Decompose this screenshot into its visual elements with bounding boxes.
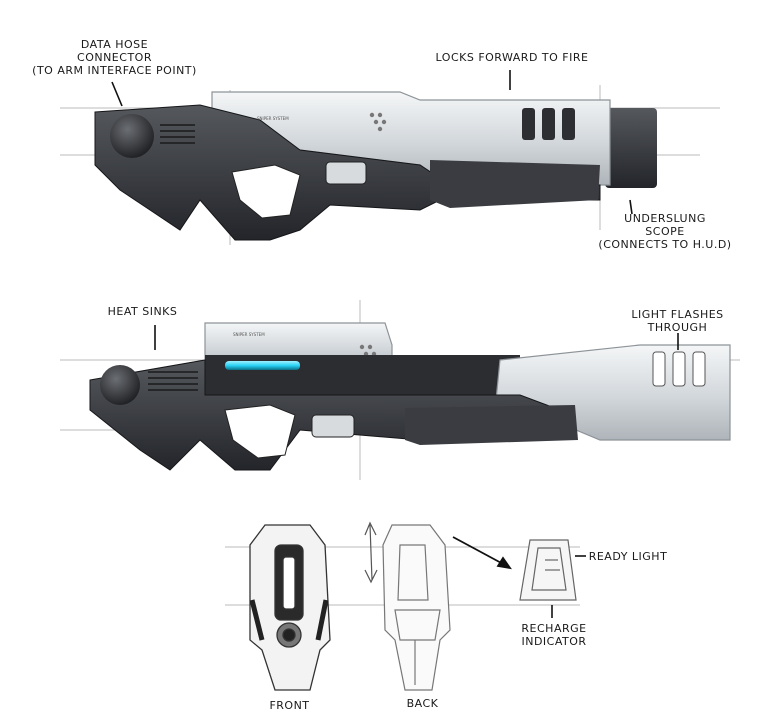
heat-fins-mid xyxy=(148,371,198,391)
label-data-hose: DATA HOSE CONNECTOR (TO ARM INTERFACE PO… xyxy=(22,38,207,77)
label-locks-forward: LOCKS FORWARD TO FIRE xyxy=(435,51,589,64)
label-data-hose-line3: (TO ARM INTERFACE POINT) xyxy=(32,64,197,77)
engraving-mid: SNIPER SYSTEM xyxy=(233,332,265,337)
label-ready-light: READY LIGHT xyxy=(588,550,668,563)
leader-lines-sketch xyxy=(551,555,586,618)
data-hose-knob xyxy=(110,114,154,158)
stock-cutout-mid xyxy=(224,404,296,459)
label-light-flashes: LIGHT FLASHES THROUGH xyxy=(620,308,735,334)
engraving-top: SNIPER SYSTEM xyxy=(257,116,289,121)
label-back: BACK xyxy=(406,697,439,710)
foregrip xyxy=(430,160,600,208)
rifle-top: SNIPER SYSTEM xyxy=(94,91,657,241)
glow-strip xyxy=(225,361,300,370)
heat-fins-top xyxy=(160,124,195,144)
back-view-sketch xyxy=(364,521,451,691)
label-recharge-line1: RECHARGE xyxy=(521,622,587,635)
label-light-flashes-line2: THROUGH xyxy=(647,321,708,334)
label-underslung: UNDERSLUNG SCOPE (CONNECTS TO H.U.D) xyxy=(580,212,750,251)
trigger-window-mid xyxy=(311,414,355,438)
recharge-indicator-sketch xyxy=(519,539,577,601)
vent-slots-mid xyxy=(652,351,706,387)
label-front: FRONT xyxy=(269,699,310,712)
label-light-flashes-line1: LIGHT FLASHES xyxy=(631,308,724,321)
trigger-window xyxy=(325,161,367,185)
label-recharge: RECHARGE INDICATOR xyxy=(510,622,598,648)
label-heat-sinks: HEAT SINKS xyxy=(107,305,178,318)
foregrip-mid xyxy=(405,405,578,445)
rifle-middle: SNIPER SYSTEM xyxy=(89,322,731,471)
label-recharge-line2: INDICATOR xyxy=(521,635,587,648)
vent-slots-top xyxy=(522,108,575,140)
leader-lines-top xyxy=(111,70,633,215)
arrow-to-indicator xyxy=(452,536,512,570)
label-underslung-line2: SCOPE xyxy=(645,225,685,238)
leader-lines-mid xyxy=(154,325,679,350)
rivets-top xyxy=(369,112,387,132)
knob-mid xyxy=(100,365,140,405)
label-underslung-line3: (CONNECTS TO H.U.D) xyxy=(598,238,732,251)
label-data-hose-line1: DATA HOSE xyxy=(80,38,149,51)
label-data-hose-line2: CONNECTOR xyxy=(77,51,152,64)
label-underslung-line1: UNDERSLUNG xyxy=(624,212,706,225)
front-view-sketch xyxy=(249,524,331,691)
scope-rear xyxy=(605,108,657,188)
stock-cutout xyxy=(231,164,301,219)
